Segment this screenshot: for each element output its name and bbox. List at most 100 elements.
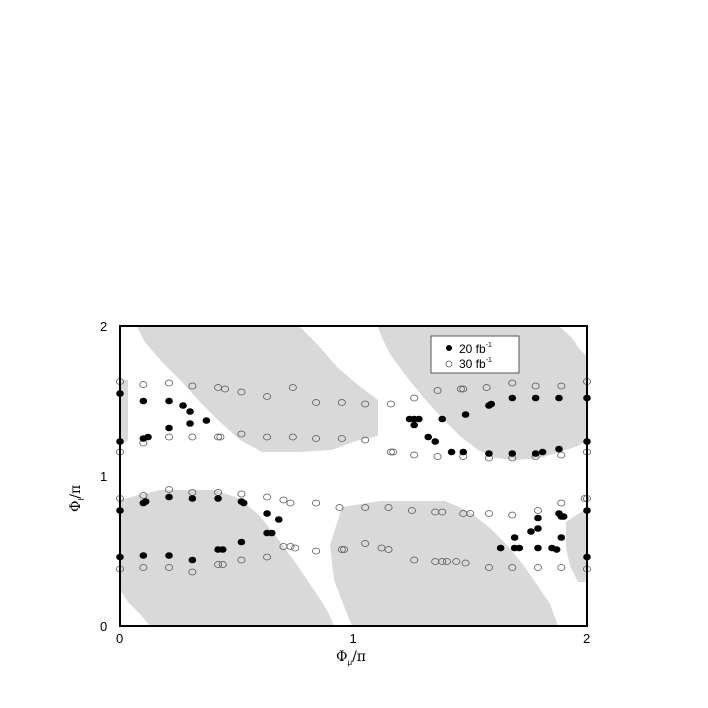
data-point-30fb [508,379,517,387]
data-point-30fb [531,382,540,390]
data-point-20fb [527,528,535,535]
data-point-30fb [533,564,542,571]
data-point-30fb [438,558,447,565]
data-point-30fb [139,492,148,499]
svg-text:Φl/π: Φl/π [68,485,86,512]
data-point-30fb [263,493,272,501]
y-tick-label: 1 [100,469,107,484]
data-point-30fb [461,559,470,567]
data-point-20fb [459,448,468,456]
data-point-20fb [447,448,456,456]
data-point-20fb [139,397,148,405]
data-point-20fb [552,546,561,553]
data-point-30fb [279,496,288,504]
legend: 20 fb-1 30 fb-1 [430,335,520,374]
data-point-20fb [188,556,197,564]
data-point-20fb [461,411,470,418]
x-tick-label: 0 [116,631,123,646]
data-point-20fb [531,450,540,457]
data-point-20fb [263,510,271,517]
data-point-20fb [510,534,519,541]
data-point-20fb [165,493,173,501]
x-tick-label: 1 [350,631,357,646]
data-point-30fb [263,553,272,561]
data-point-20fb [141,498,150,505]
legend-open-marker-icon [445,360,453,368]
data-point-30fb [410,394,419,402]
data-point-30fb [484,510,493,517]
data-point-30fb [139,381,148,388]
data-point-20fb [274,516,283,523]
data-point-20fb [165,552,173,559]
data-point-30fb [361,400,370,408]
data-point-20fb [508,394,517,402]
y-axis-ticks: 012 [100,319,107,634]
data-point-30fb [466,510,475,517]
data-point-30fb [452,558,461,565]
data-point-20fb [515,544,524,552]
data-point-30fb [165,379,174,387]
x-tick-label: 2 [583,631,590,646]
data-point-30fb [384,504,393,511]
data-point-20fb [139,552,148,559]
data-point-30fb [221,385,230,393]
data-point-30fb [263,393,272,400]
data-point-30fb [218,561,227,568]
y-axis-label: Φl/π [68,485,86,512]
data-point-20fb [557,513,566,520]
legend-item-20fb: 20 fb-1 [459,342,492,356]
data-point-20fb [508,450,517,457]
data-point-30fb [459,385,468,393]
data-point-30fb [337,546,346,553]
data-point-20fb [557,534,566,541]
data-point-30fb [384,546,393,553]
data-point-20fb [165,397,173,405]
data-point-30fb [386,448,395,456]
data-point-20fb [534,525,542,532]
data-point-30fb [340,546,349,553]
data-point-20fb [186,420,194,427]
data-point-30fb [580,495,589,502]
data-point-20fb [188,495,197,502]
data-point-30fb [361,436,370,444]
data-point-20fb [218,546,227,553]
data-point-20fb [555,445,563,453]
data-point-30fb [508,511,517,519]
plot-frame [119,325,588,627]
legend-filled-marker-icon [446,345,452,351]
data-point-20fb [144,433,152,441]
data-point-30fb [291,544,300,552]
data-point-30fb [410,451,419,459]
data-point-30fb [139,564,148,571]
data-point-30fb [237,556,246,564]
shaded-regions [120,327,587,626]
data-point-30fb [237,430,246,438]
data-point-20fb [239,499,248,507]
data-point-20fb [424,433,433,441]
data-point-30fb [188,382,197,390]
data-point-30fb [386,400,395,408]
data-point-30fb [389,448,398,456]
data-point-20fb [186,408,194,415]
shaded-region [566,508,587,582]
data-point-20fb [531,394,540,402]
data-point-30fb [361,540,370,547]
data-point-30fb [263,433,272,441]
data-point-30fb [312,499,321,507]
data-point-30fb [165,486,174,493]
data-point-30fb [484,564,493,571]
data-point-30fb [337,399,346,406]
data-point-30fb [288,433,297,441]
shaded-region [120,490,334,626]
data-point-20fb [496,544,505,552]
data-point-30fb [557,564,566,571]
data-point-30fb [337,435,346,442]
data-point-30fb [433,387,442,394]
y-tick-label: 0 [100,619,107,634]
data-point-30fb [237,388,246,396]
data-point-30fb [214,433,223,441]
data-point-20fb [202,417,211,424]
data-point-20fb [534,544,542,552]
svg-text:Φμ/π: Φμ/π [336,649,366,667]
